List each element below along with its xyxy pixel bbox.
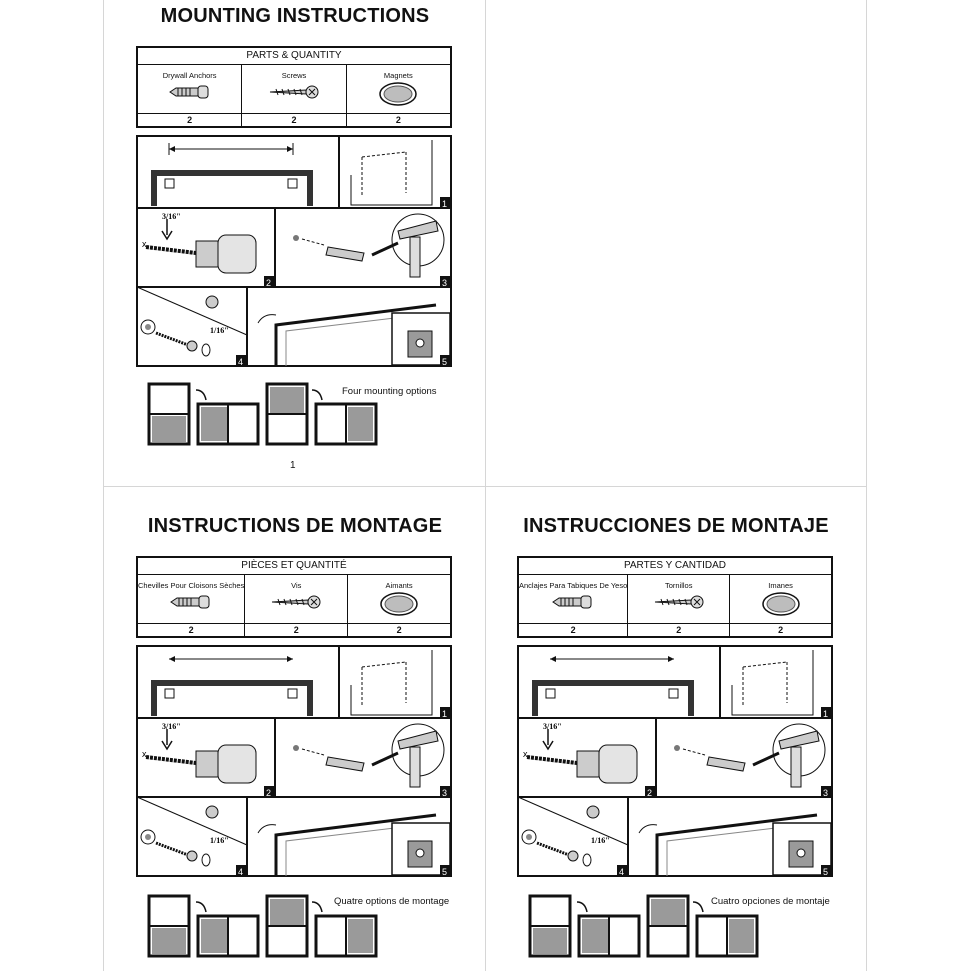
part-qty: 2	[138, 623, 245, 637]
options-label: Quatre options de montage	[334, 896, 450, 907]
drill-size-label: 3/16"	[162, 722, 181, 731]
part-name: Tornillos	[664, 581, 693, 590]
step-diagram: 3/16" x 1/16" 1 2 3 4 5	[136, 135, 452, 367]
step-number: 2	[647, 788, 652, 798]
options-label: Cuatro opciones de montaje	[711, 896, 830, 907]
step-number: 5	[823, 867, 828, 877]
part-cell-anchors: Chevilles Pour Cloisons Sèches 2	[138, 575, 246, 637]
page-title: INSTRUCTIONS DE MONTAGE	[147, 515, 443, 537]
parts-header: PARTES Y CANTIDAD	[519, 558, 831, 575]
step-number: 2	[266, 278, 271, 288]
part-name: Chevilles Pour Cloisons Sèches	[138, 581, 245, 590]
part-cell-magnets: Aimants 2	[348, 575, 450, 637]
step-number: 5	[442, 867, 447, 877]
page-spanish: INSTRUCCIONES DE MONTAJE PARTES Y CANTID…	[517, 510, 835, 971]
parts-header: PIÈCES ET QUANTITÉ	[138, 558, 450, 575]
parts-table: PARTES Y CANTIDAD Anclajes Para Tabiques…	[517, 556, 833, 638]
svg-text:x: x	[142, 749, 147, 759]
part-qty: 2	[730, 623, 831, 637]
step-number: 3	[823, 788, 828, 798]
screw-icon	[654, 595, 704, 609]
step-number: 3	[442, 278, 447, 288]
parts-table: PARTS & QUANTITY Drywall Anchors 2 Screw…	[136, 46, 452, 128]
screw-gap-label: 1/16"	[210, 326, 229, 335]
parts-header: PARTS & QUANTITY	[138, 48, 450, 65]
step-number: 1	[823, 709, 828, 719]
part-qty: 2	[519, 623, 628, 637]
step-number: 1	[442, 199, 447, 209]
part-qty: 2	[346, 113, 450, 127]
part-name: Anclajes Para Tabiques De Yeso	[519, 581, 628, 590]
part-name: Imanes	[768, 581, 793, 590]
anchor-icon	[170, 595, 210, 609]
options-label: Four mounting options	[342, 386, 437, 397]
page-french: INSTRUCTIONS DE MONTAGE PIÈCES ET QUANTI…	[136, 510, 454, 971]
page-border-right	[866, 0, 867, 971]
step-diagram: 3/16" x 1/16" 1 2 3 4 5	[517, 645, 833, 877]
page-english: MOUNTING INSTRUCTIONS PARTS & QUANTITY D…	[136, 0, 454, 486]
part-qty: 2	[138, 113, 242, 127]
step-number: 4	[238, 867, 243, 877]
mounting-options	[147, 894, 378, 958]
part-name: Vis	[291, 581, 302, 590]
screw-icon	[272, 595, 321, 609]
anchor-icon	[552, 595, 592, 609]
step-number: 1	[442, 709, 447, 719]
page-number: 1	[290, 460, 296, 471]
part-cell-anchors: Anclajes Para Tabiques De Yeso 2	[519, 575, 629, 637]
part-cell-screws: Screws 2	[242, 65, 347, 127]
part-cell-screws: Tornillos 2	[628, 575, 731, 637]
magnet-icon	[380, 592, 418, 616]
mounting-options	[147, 382, 378, 446]
screw-gap-label: 1/16"	[591, 836, 610, 845]
page-border-left	[103, 0, 104, 971]
page-title: MOUNTING INSTRUCTIONS	[160, 5, 430, 27]
part-qty: 2	[245, 623, 348, 637]
part-name: Screws	[281, 71, 307, 80]
step-number: 5	[442, 357, 447, 367]
part-cell-magnets: Magnets 2	[346, 65, 450, 127]
part-name: Drywall Anchors	[162, 71, 217, 80]
page-divider-horizontal	[103, 486, 867, 487]
screw-gap-label: 1/16"	[210, 836, 229, 845]
magnet-icon	[379, 82, 418, 106]
step-number: 4	[619, 867, 624, 877]
step-diagram: 3/16" x 1/16" 1 2 3 4 5	[136, 645, 452, 877]
part-qty: 2	[242, 113, 346, 127]
magnet-icon	[761, 592, 800, 616]
step-number: 2	[266, 788, 271, 798]
svg-text:x: x	[142, 239, 147, 249]
part-qty: 2	[348, 623, 450, 637]
page-border-center	[485, 0, 486, 971]
part-name: Magnets	[383, 71, 413, 80]
part-cell-magnets: Imanes 2	[730, 575, 831, 637]
screw-icon	[269, 85, 319, 99]
drill-size-label: 3/16"	[162, 212, 181, 221]
part-cell-screws: Vis 2	[245, 575, 349, 637]
drill-size-label: 3/16"	[543, 722, 562, 731]
page-title: INSTRUCCIONES DE MONTAJE	[523, 515, 829, 537]
part-cell-anchors: Drywall Anchors 2	[138, 65, 243, 127]
anchor-icon	[168, 85, 209, 99]
part-qty: 2	[628, 623, 730, 637]
parts-table: PIÈCES ET QUANTITÉ Chevilles Pour Cloiso…	[136, 556, 452, 638]
step-number: 4	[238, 357, 243, 367]
svg-text:x: x	[523, 749, 528, 759]
mounting-options	[528, 894, 759, 958]
part-name: Aimants	[385, 581, 413, 590]
step-number: 3	[442, 788, 447, 798]
